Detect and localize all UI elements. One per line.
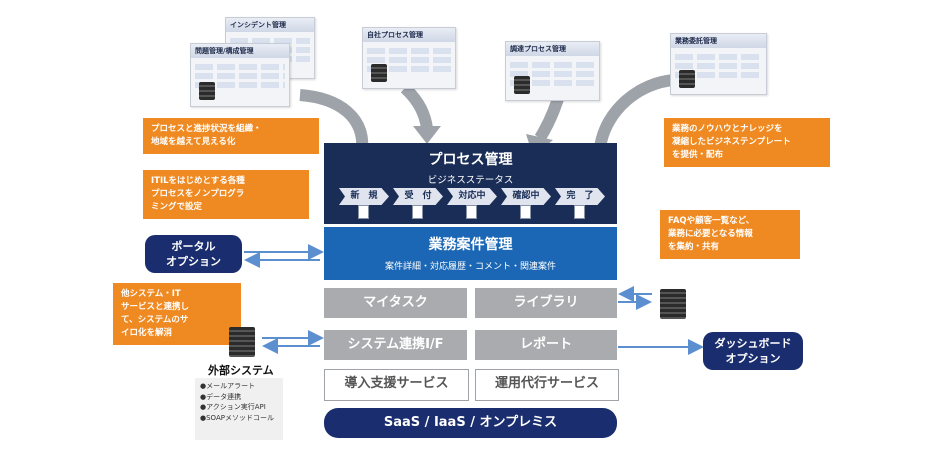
portal-option: ポータル オプション	[145, 235, 242, 273]
module-my-task: マイタスク	[324, 288, 467, 318]
server-icon	[660, 289, 686, 319]
module-report: レポート	[475, 330, 617, 360]
curved-arrow-own	[400, 83, 433, 130]
dashboard-option: ダッシュボード オプション	[703, 332, 803, 370]
module-intro-support: 導入支援サービス	[324, 369, 469, 401]
window-title: 自社プロセス管理	[363, 28, 455, 42]
window-problem: 問題管理/構成管理	[190, 43, 290, 107]
process-title: プロセス管理	[428, 152, 513, 168]
module-library: ライブラリ	[475, 288, 617, 318]
external-item: ●データ連携	[200, 392, 242, 401]
external-system-title: 外部システム	[208, 364, 274, 377]
status-step: 対応中	[447, 188, 497, 205]
external-item: ●SOAPメソッドコール	[200, 413, 274, 422]
external-item: ●メールアラート	[200, 382, 256, 390]
server-icon	[679, 70, 695, 88]
external-system-list: ●メールアラート ●データ連携 ●アクション実行API ●SOAPメソッドコール	[200, 381, 274, 423]
window-title: 業務委託管理	[671, 34, 766, 48]
server-icon	[371, 64, 387, 82]
module-integration: システム連携I/F	[324, 330, 467, 360]
document-icon	[358, 205, 369, 219]
window-outsourcing: 業務委託管理	[670, 33, 767, 95]
server-icon	[229, 327, 255, 357]
status-step: 新 規	[339, 188, 389, 205]
curved-arrow-outsourcing	[594, 74, 676, 150]
document-icon	[412, 205, 423, 219]
process-subtitle: ビジネスステータス	[427, 175, 514, 186]
window-title: 問題管理/構成管理	[191, 44, 289, 58]
callout-knowhow: 業務のノウハウとナレッジを 凝縮したビジネステンプレート を提供・配布	[664, 118, 830, 167]
case-subtitle: 案件詳細・対応履歴・コメント・関連案件	[384, 262, 556, 272]
server-icon	[514, 76, 530, 94]
case-title: 業務案件管理	[428, 237, 513, 253]
document-icon	[574, 205, 585, 219]
callout-visualize: プロセスと進捗状況を組織・ 地域を越えて見える化	[143, 118, 319, 154]
server-icon	[199, 82, 215, 100]
callout-silo: 他システム・IT サービスと連携し て、システムのサ イロ化を解消	[113, 283, 241, 345]
document-icon	[520, 205, 531, 219]
window-own-process: 自社プロセス管理	[362, 27, 456, 89]
case-management-panel: 業務案件管理 案件詳細・対応履歴・コメント・関連案件	[324, 227, 617, 280]
document-icon	[466, 205, 477, 219]
window-title: 調達プロセス管理	[506, 42, 599, 56]
status-step: 受 付	[393, 188, 443, 205]
platform-bar: SaaS / IaaS / オンプレミス	[324, 408, 617, 438]
status-step: 完 了	[555, 188, 605, 205]
window-title: インシデント管理	[226, 18, 314, 32]
curved-arrow-incident	[299, 89, 369, 151]
status-step: 確認中	[501, 188, 551, 205]
module-operation: 運用代行サービス	[475, 369, 619, 401]
external-item: ●アクション実行API	[200, 403, 266, 411]
external-system-box	[195, 378, 283, 440]
window-procurement: 調達プロセス管理	[505, 41, 600, 101]
callout-faq: FAQや顧客一覧など、 業務に必要となる情報 を集約・共有	[660, 210, 800, 259]
callout-itil: ITILをはじめとする各種 プロセスをノンプログラ ミングで設定	[143, 170, 309, 219]
